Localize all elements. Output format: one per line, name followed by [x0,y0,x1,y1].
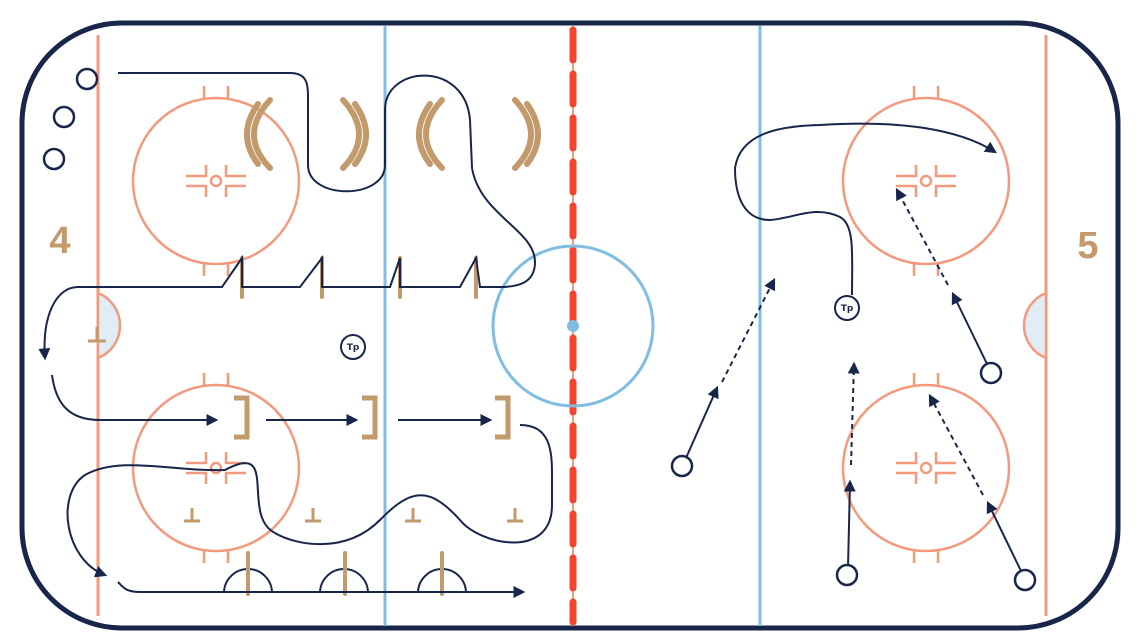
coach-label: Tp [347,343,360,353]
path-skater-1 [685,385,719,459]
skater-paths-left [38,72,553,598]
bracket-icon [362,395,378,440]
faceoff-dot [919,461,933,475]
crescent-icon [244,97,273,171]
center-faceoff-dot [567,320,579,332]
faceoff-dot [919,174,933,188]
center-faceoff-circle [491,244,655,408]
path-pass-4 [928,393,984,496]
station-number-left: 4 [49,220,70,262]
faceoff-dot [209,461,223,475]
path-brackets [51,374,219,426]
tp-badge-icon [834,295,860,321]
coach-label: Tp [841,304,854,314]
faceoff-marker [934,471,956,484]
faceoff-marker [224,471,246,484]
cone-icon [305,508,321,523]
faceoff-marker [186,184,208,197]
faceoff-circle [131,96,301,266]
bracket-obstacles [234,395,511,440]
faceoff-marker [186,471,208,484]
faceoff-marker [934,452,956,465]
station-number-right: 5 [1077,225,1098,267]
path-skater-3 [843,479,856,569]
path-arches [117,581,526,598]
cone-icon [405,508,421,523]
path-pass-3 [847,361,860,466]
goal-crease-right [1022,291,1048,360]
faceoff-marker [896,165,918,178]
skater-icon [52,105,76,129]
faceoff-marker [934,165,956,178]
faceoff-marker [896,471,918,484]
coach-marker-right: Tp [834,295,860,321]
arch-obstacles [223,551,467,596]
faceoff-circles [131,86,1011,563]
path-pass-1 [721,277,776,383]
coach-marker-left: Tp [340,334,366,360]
skater-icon [75,67,99,91]
skater-icon [835,563,859,587]
crescent-obstacles [244,97,541,171]
path-weave-crescents-zigzag [38,72,537,361]
skater-paths-right [685,122,1023,574]
faceoff-dot [209,174,223,188]
cone-icon [184,508,200,523]
cone-icon [88,327,106,343]
faceoff-marker [224,165,246,178]
faceoff-marker [186,452,208,465]
skaters [42,67,1037,592]
faceoff-marker [224,184,246,197]
crescent-icon [512,97,541,171]
path-skater-4 [986,500,1023,574]
skater-icon [670,454,694,478]
faceoff-marker [186,165,208,178]
cone-obstacles [88,327,523,523]
path-coach-curl [733,122,998,296]
skater-icon [979,361,1003,385]
bracket-icon [234,395,250,440]
faceoff-circle [131,383,301,553]
tp-badge-icon [340,334,366,360]
skater-icon [42,147,66,171]
crescent-icon [340,97,369,171]
faceoff-marker [896,452,918,465]
path-skater-2 [951,291,989,367]
cone-icon [507,508,523,523]
bracket-icon [495,395,511,440]
faceoff-circle [841,96,1011,266]
faceoff-circle [841,383,1011,553]
path-loop-cones [66,424,553,578]
crescent-icon [416,97,445,171]
faceoff-marker [896,184,918,197]
skater-icon [1013,568,1037,592]
faceoff-marker [934,184,956,197]
